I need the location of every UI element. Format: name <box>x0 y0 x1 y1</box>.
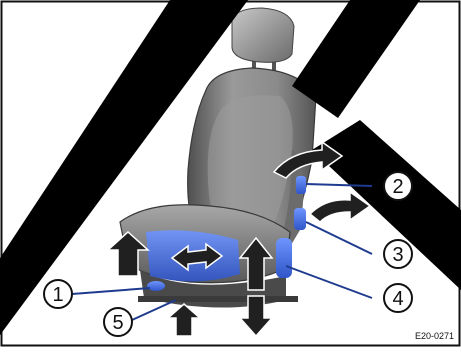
callout-4: 4 <box>384 284 412 312</box>
front-handle-highlight <box>147 281 165 291</box>
callout-2-number: 2 <box>392 176 403 198</box>
callout-3: 3 <box>384 240 412 268</box>
callout-5-number: 5 <box>112 312 123 334</box>
headrest <box>232 8 294 62</box>
seat-rail <box>138 296 298 302</box>
callout-1: 1 <box>44 280 72 308</box>
backrest-switch-highlight <box>294 208 306 230</box>
callout-2: 2 <box>384 172 412 200</box>
seat-switch-highlight <box>276 238 292 278</box>
image-code: E20-0271 <box>415 331 454 341</box>
callout-5: 5 <box>104 308 132 336</box>
callout-1-number: 1 <box>52 284 63 306</box>
callout-3-number: 3 <box>392 244 403 266</box>
callout-4-number: 4 <box>392 288 403 310</box>
